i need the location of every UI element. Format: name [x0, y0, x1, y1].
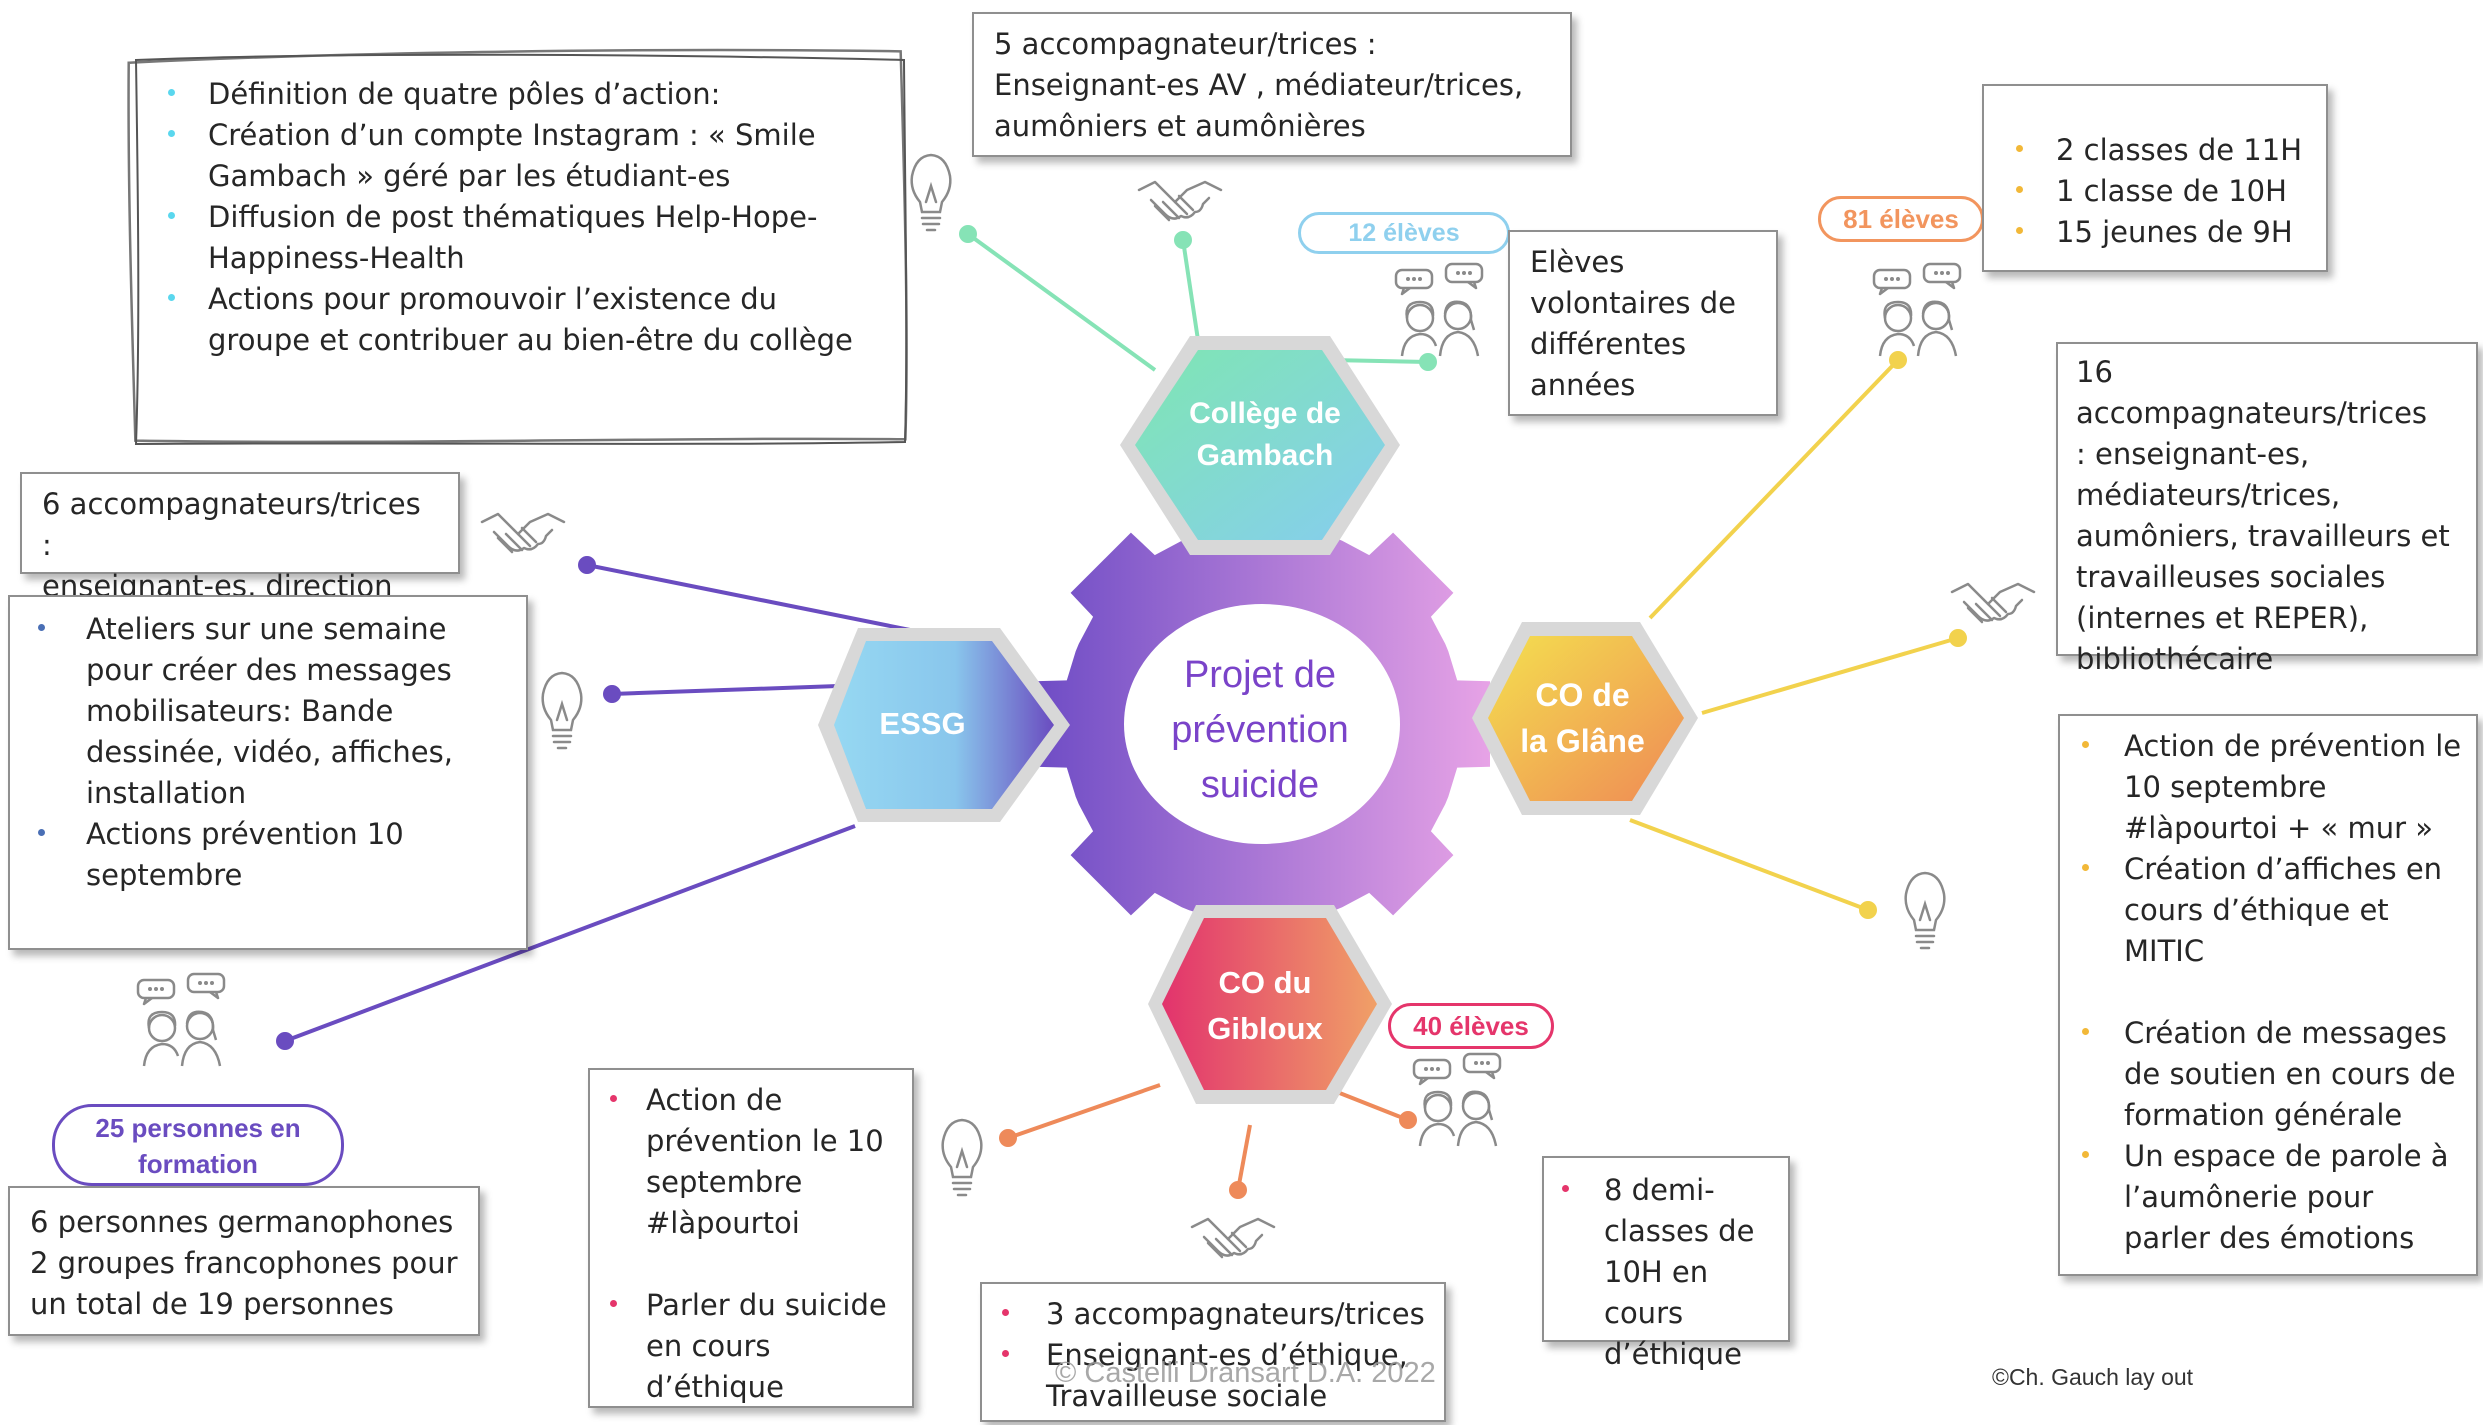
pill-label: formation — [138, 1149, 258, 1179]
text-line: volontaires de — [1530, 286, 1736, 320]
connectors-essg — [276, 556, 926, 1050]
gambach-students-pill: 12 élèves — [1298, 212, 1510, 254]
handshake-icon — [1190, 1217, 1276, 1259]
essg-people-pill: 25 personnes en formation — [52, 1104, 344, 1186]
list-item: 2 classes de 11H — [2002, 130, 2308, 171]
list-item: Actions prévention 10 septembre — [24, 814, 512, 896]
glane-actions-box: Action de prévention le 10 septembre #là… — [2058, 714, 2478, 1276]
glane-students-pill: 81 élèves — [1818, 196, 1984, 242]
glane-students-box: 2 classes de 11H 1 classe de 10H 15 jeun… — [1982, 84, 2328, 272]
text-line: 16 accompagnateurs/trices — [2076, 355, 2428, 430]
gambach-students-box: Elèves volontaires de différentes années — [1508, 230, 1778, 416]
hub-essg-hex — [818, 628, 1070, 822]
text-line: différentes — [1530, 327, 1687, 361]
gibloux-actions-box: Action de prévention le 10 septembre #là… — [588, 1068, 914, 1408]
text-line: bibliothécaire — [2076, 642, 2274, 676]
essg-staff-box: 6 accompagnateurs/trices : enseignant-es… — [20, 472, 460, 603]
students-icon — [1872, 262, 1962, 357]
text-line: années — [1530, 368, 1636, 402]
copyright-watermark: © Castelli Dransart D.A. 2022 — [1055, 1357, 1436, 1389]
lightbulb-icon — [941, 1118, 983, 1197]
list-item: 8 demi- classes de 10H en cours d’éthiqu… — [1548, 1170, 1784, 1375]
list-item: 15 jeunes de 9H — [2002, 212, 2308, 253]
students-icon — [1412, 1052, 1502, 1147]
text-line: 6 personnes germanophones — [30, 1205, 454, 1239]
list-item: 3 accompagnateurs/trices — [988, 1294, 1438, 1335]
gear-center — [1124, 604, 1400, 844]
text-line: médiateurs/trices, — [2076, 478, 2341, 512]
connectors-gibloux — [999, 1083, 1417, 1199]
hub-label-line: CO de — [1535, 677, 1630, 713]
hub-gambach-hex — [1120, 336, 1400, 555]
text-line: un total de 19 personnes — [30, 1287, 394, 1321]
hub-gibloux-hex — [1148, 905, 1392, 1104]
sketch-frame — [127, 48, 908, 446]
list-item: Définition de quatre pôles d’action: — [154, 74, 884, 115]
list-item: Action de prévention le 10 septembre #là… — [2068, 726, 2468, 849]
list-item: Parler du suicide en cours d’éthique — [596, 1285, 906, 1408]
hub-glane-label: CO de la Glâne — [1500, 672, 1665, 764]
hub-label-line: la Glâne — [1520, 723, 1645, 759]
hub-gambach-label: Collège de Gambach — [1160, 393, 1370, 477]
pill-label: 25 personnes en — [95, 1113, 301, 1143]
glane-staff-box: 16 accompagnateurs/trices : enseignant-e… — [2056, 342, 2478, 676]
text-line: 5 accompagnateur/trices : — [994, 27, 1377, 61]
handshake-icon — [1137, 180, 1223, 222]
center-title-line: prévention — [1171, 709, 1349, 751]
text-line: Elèves — [1530, 245, 1625, 279]
list-item: Action de prévention le 10 septembre #là… — [596, 1080, 906, 1244]
hub-label-line: ESSG — [879, 706, 966, 741]
connectors-glane — [1629, 351, 1967, 919]
connectors-gambach — [959, 225, 1437, 372]
lightbulb-icon — [1904, 871, 1946, 950]
essg-people-box: 6 personnes germanophones 2 groupes fran… — [8, 1186, 480, 1336]
hub-label-line: Collège de — [1189, 397, 1341, 430]
text-line: aumôniers et aumônières — [994, 109, 1366, 143]
gibloux-students-box: 8 demi- classes de 10H en cours d’éthiqu… — [1542, 1156, 1790, 1371]
pill-label: 81 élèves — [1843, 204, 1959, 234]
text-line: aumôniers, travailleurs et — [2076, 519, 2450, 553]
handshake-icon — [480, 512, 566, 554]
pill-label: 12 élèves — [1348, 219, 1460, 247]
hub-label-line: Gibloux — [1207, 1011, 1323, 1046]
center-title: Projet de prévention suicide — [1120, 648, 1400, 813]
layout-credit: ©Ch. Gauch lay out — [1992, 1364, 2194, 1390]
gambach-staff-box: 5 accompagnateur/trices : Enseignant-es … — [972, 12, 1572, 157]
hub-label-line: Gambach — [1196, 439, 1334, 472]
text-line: (internes et REPER), — [2076, 601, 2369, 635]
hub-label-line: CO du — [1218, 965, 1312, 1000]
text-line: 2 groupes francophones pour — [30, 1246, 458, 1280]
text-line: 6 accompagnateurs/trices : — [42, 487, 421, 562]
list-item: Enseignant-es d’éthique, Travailleuse so… — [988, 1335, 1438, 1417]
text-line: : enseignant-es, — [2076, 437, 2310, 471]
lightbulb-icon — [541, 671, 583, 750]
list-item: Un espace de parole à l’aumônerie pour p… — [2068, 1136, 2468, 1259]
gibloux-staff-box: 3 accompagnateurs/trices Enseignant-es d… — [980, 1282, 1446, 1422]
list-item: Diffusion de post thématiques Help-Hope-… — [154, 197, 884, 279]
list-item: 1 classe de 10H — [2002, 171, 2308, 212]
list-item: Ateliers sur une semaine pour créer des … — [24, 609, 512, 814]
lightbulb-icon — [910, 153, 952, 232]
text-line: travailleuses sociales — [2076, 560, 2386, 594]
center-title-line: suicide — [1200, 764, 1320, 806]
list-item: Création d’un compte Instagram : « Smile… — [154, 115, 884, 197]
handshake-icon — [1950, 582, 2036, 624]
hub-glane-hex — [1472, 622, 1698, 815]
list-item: Création d’affiches en cours d’éthique e… — [2068, 849, 2468, 972]
essg-actions-box: Ateliers sur une semaine pour créer des … — [8, 595, 528, 950]
hub-gibloux-label: CO du Gibloux — [1180, 960, 1350, 1052]
gibloux-students-pill: 40 élèves — [1388, 1003, 1554, 1049]
center-title-line: Projet de — [1183, 654, 1337, 696]
list-item: Création de messages de soutien en cours… — [2068, 1013, 2468, 1136]
center-gear — [1034, 496, 1490, 952]
pill-label: 40 élèves — [1413, 1011, 1529, 1041]
list-item: Actions pour promouvoir l’existence du g… — [154, 279, 884, 361]
gambach-actions-box: Définition de quatre pôles d’action: Cré… — [134, 60, 904, 375]
students-icon — [1394, 262, 1484, 357]
students-icon — [136, 972, 226, 1067]
hub-essg-label: ESSG — [860, 703, 985, 745]
text-line: Enseignant-es AV , médiateur/trices, — [994, 68, 1524, 102]
